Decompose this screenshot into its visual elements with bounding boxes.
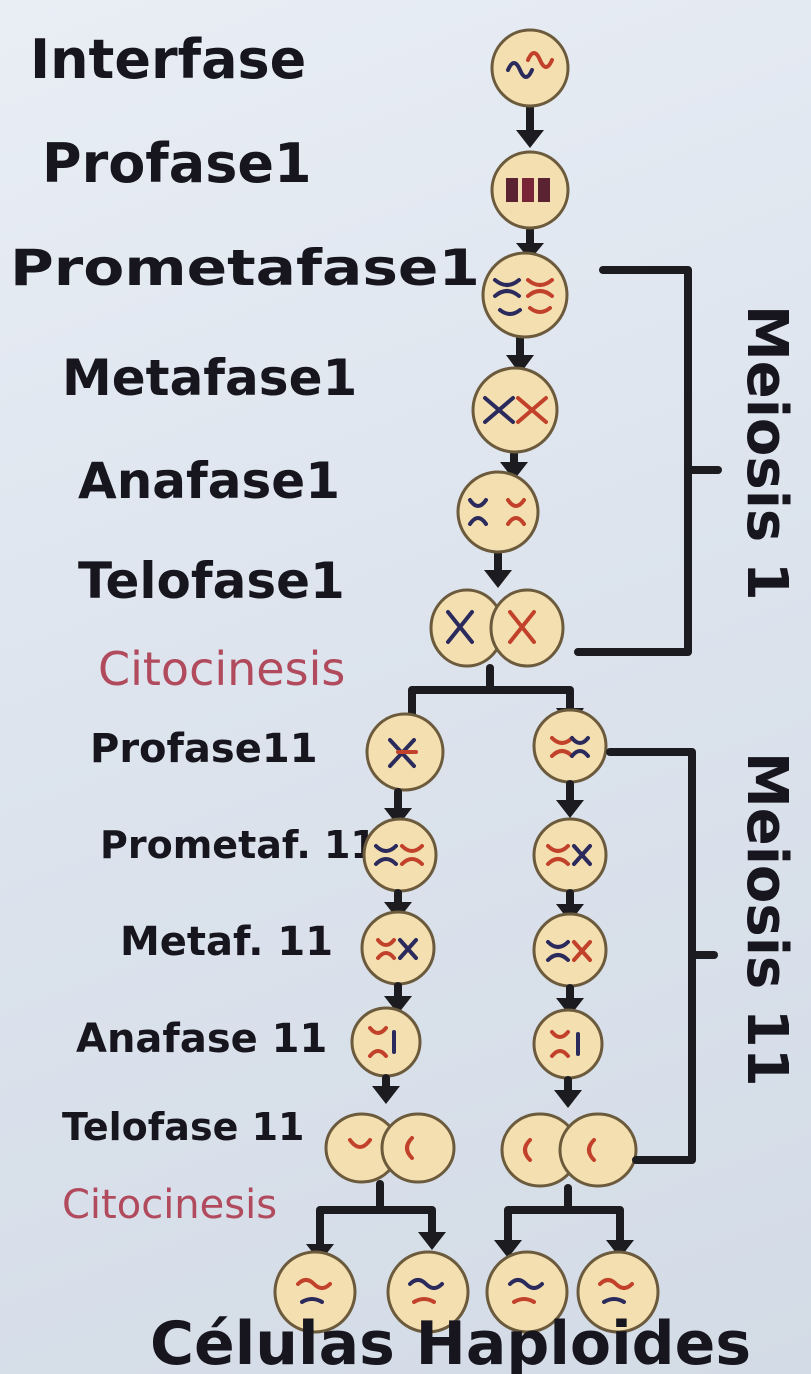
haploid-cell-3 [485, 1250, 569, 1334]
bracket-meiosis-1 [574, 266, 722, 656]
bracket-meiosis-2 [606, 748, 718, 1164]
cell-anafase-1 [456, 470, 540, 554]
label-telofase-2: Telofase 11 [62, 1105, 304, 1149]
label-profase-2: Profase11 [90, 726, 318, 772]
footer-celulas-haploides: Células Haploides [150, 1309, 751, 1374]
cell-profase-2-right [532, 708, 608, 784]
label-metafase-1: Metafase1 [62, 349, 357, 407]
cell-metafase-1 [471, 366, 559, 454]
cell-prometafase-2-left [362, 817, 438, 893]
cell-metafase-2-left [360, 910, 436, 986]
label-metafase-2: Metaf. 11 [120, 919, 333, 965]
meiosis-2-left-branch [306, 712, 456, 1262]
cell-telofase-2-right [500, 1112, 638, 1188]
cell-metafase-2-right [532, 912, 608, 988]
label-profase-1: Profase1 [42, 132, 312, 195]
haploid-cell-4 [576, 1250, 660, 1334]
label-telofase-1: Telofase1 [78, 552, 345, 610]
label-prometafase-1: Prometafase1 [10, 239, 480, 297]
haploid-cells [273, 1250, 660, 1334]
label-prometafase-2: Prometaf. 11 [100, 823, 377, 867]
cell-interfase [490, 28, 570, 108]
label-anafase-2: Anafase 11 [76, 1016, 327, 1062]
cell-prometafase-2-right [532, 817, 608, 893]
meiosis-2-right-branch [494, 708, 638, 1258]
label-meiosis-2: Meiosis 11 [734, 752, 799, 1087]
cell-profase-2-left [365, 712, 445, 792]
cell-telofase-1 [429, 588, 565, 668]
cell-profase-1 [490, 150, 570, 230]
haploid-cell-2 [386, 1250, 470, 1334]
label-meiosis-1: Meiosis 1 [734, 305, 799, 601]
label-citocinesis-2: Citocinesis [62, 1182, 277, 1228]
cell-anafase-2-left [350, 1006, 422, 1078]
cell-prometafase-1 [481, 251, 569, 339]
meiosis-1-flow [408, 28, 584, 746]
label-anafase-1: Anafase1 [78, 452, 340, 510]
label-citocinesis-1: Citocinesis [98, 642, 345, 696]
haploid-cell-1 [273, 1250, 357, 1334]
cell-telofase-2-left [324, 1112, 456, 1184]
label-interfase: Interfase [30, 28, 306, 91]
cell-anafase-2-right [532, 1008, 604, 1080]
